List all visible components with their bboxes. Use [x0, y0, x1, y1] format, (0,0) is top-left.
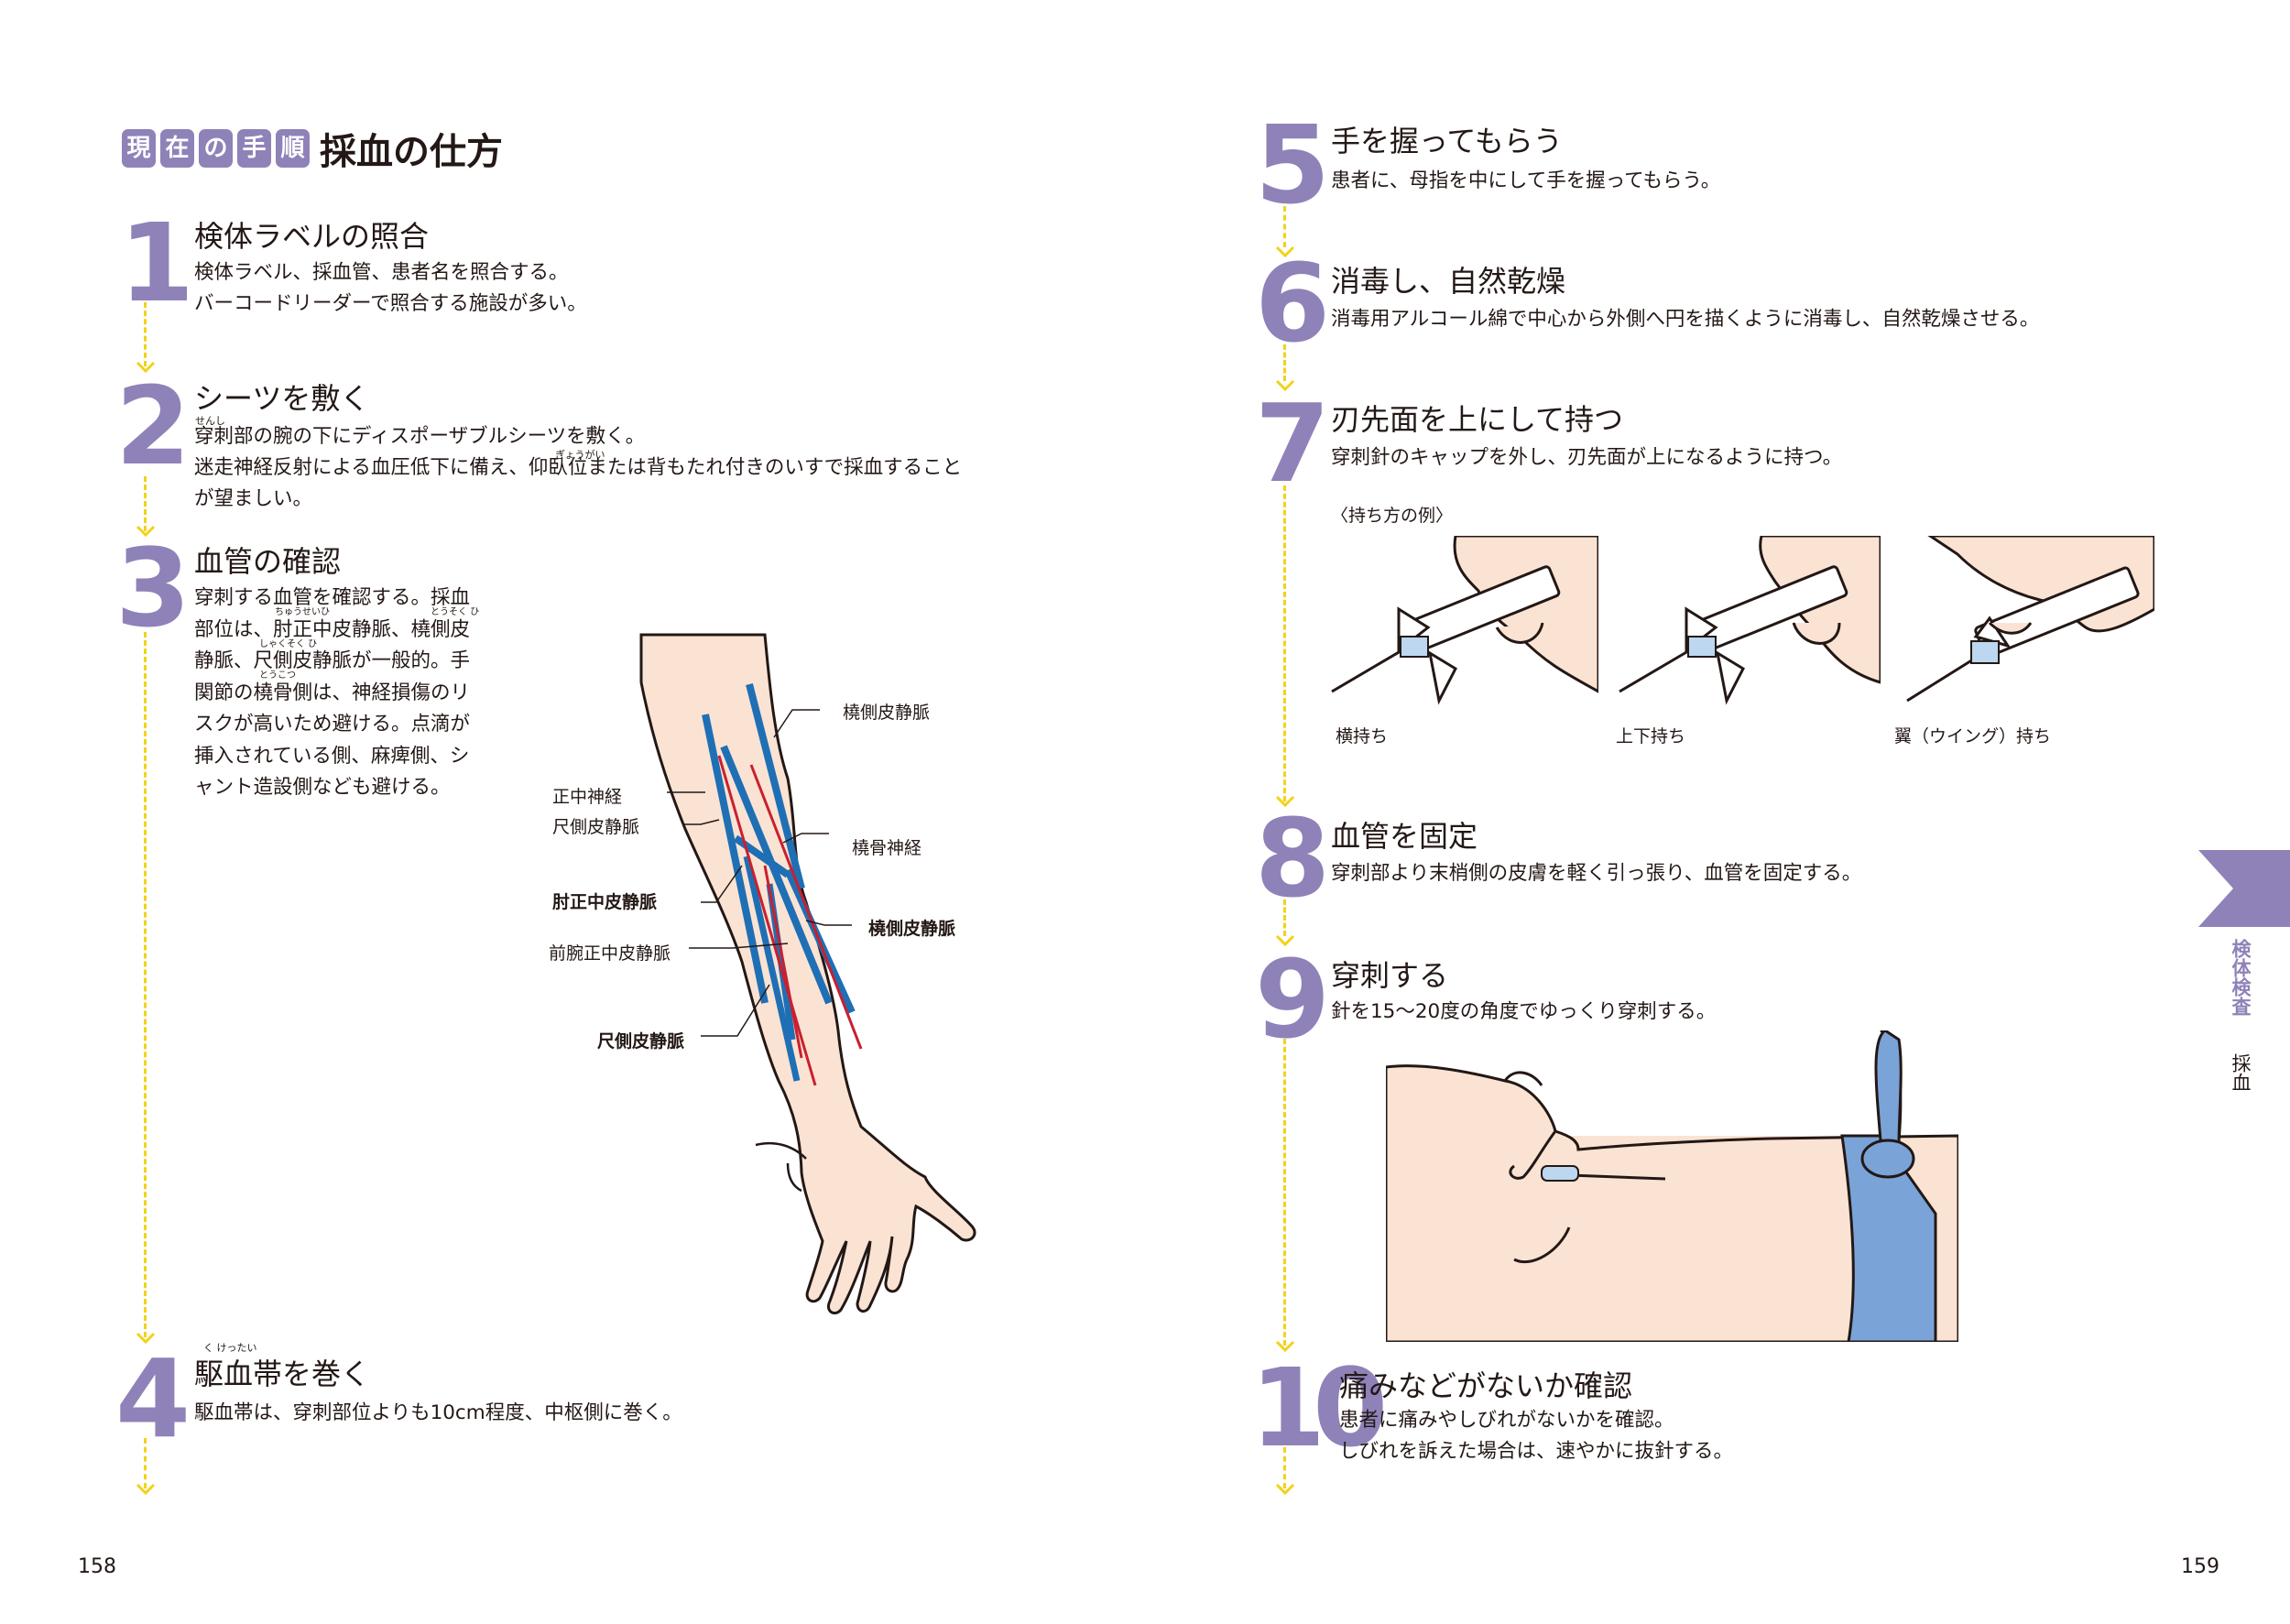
- step-title: 手を握ってもらう: [1331, 124, 1563, 158]
- grip-illustration-wing: [1906, 536, 2154, 703]
- header-tag: 手: [237, 129, 271, 168]
- arm-label: 尺側皮静脈: [597, 1031, 685, 1052]
- grip-caption: 横持ち: [1336, 726, 1389, 747]
- arm-label: 橈側皮静脈: [843, 703, 931, 723]
- arm-label: 尺側皮静脈: [552, 817, 640, 837]
- side-tab-category: 検体検査: [2230, 939, 2252, 1016]
- flow-arrow-icon: [136, 361, 156, 374]
- flow-arrow-icon: [1275, 1340, 1295, 1353]
- vein-line: [720, 745, 833, 1005]
- step-number: 9: [1255, 936, 1330, 1063]
- puncture-illustration: [1386, 1030, 1958, 1342]
- step-title: シーツを敷く: [194, 381, 370, 416]
- step-number: 4: [115, 1335, 191, 1462]
- arm-label: 橈骨神経: [852, 838, 922, 858]
- ruby-annotation: とうそく ひ: [431, 607, 480, 617]
- grip-caption: 上下持ち: [1616, 726, 1686, 747]
- section-header: 現 在 の 手 順 採血の仕方: [122, 122, 503, 175]
- step-number: 5: [1255, 102, 1330, 228]
- ruby-annotation: く けったい: [203, 1342, 257, 1354]
- header-tag: 現: [122, 129, 156, 168]
- step-description: 穿刺部より末梢側の皮膚を軽く引っ張り、血管を固定する。: [1331, 862, 1862, 885]
- flow-line: [1283, 1447, 1286, 1488]
- step-description: 消毒用アルコール綿で中心から外側へ円を描くように消毒し、自然乾燥させる。: [1331, 308, 2040, 331]
- step-title: 血管を固定: [1331, 819, 1478, 854]
- flow-arrow-icon: [1275, 245, 1295, 258]
- flow-arrow-icon: [136, 1332, 156, 1345]
- step-number: 2: [115, 363, 191, 489]
- flow-arrow-icon: [136, 525, 156, 538]
- step-title: 血管の確認: [194, 544, 342, 579]
- step-title: 駆血帯を巻く: [194, 1357, 371, 1391]
- step-number: 8: [1255, 795, 1330, 921]
- grip-illustration-horizontal: [1331, 536, 1598, 705]
- step-description: 駆血帯は、穿刺部位よりも10cm程度、中枢側に巻く。: [194, 1401, 682, 1424]
- nerve-line: [763, 865, 803, 1059]
- page-number-left: 158: [78, 1555, 116, 1578]
- header-tag: 在: [160, 129, 194, 168]
- flow-line: [1283, 899, 1286, 936]
- step-description: 検体ラベル、採血管、患者名を照合する。バーコードリーダーで照合する施設が多い。: [194, 261, 587, 315]
- grip-caption: 翼（ウイング）持ち: [1894, 726, 2052, 747]
- page-number-right: 159: [2181, 1555, 2219, 1578]
- header-tag: の: [199, 129, 233, 168]
- step-description: 穿刺針のキャップを外し、刃先面が上になるように持つ。: [1331, 446, 1843, 469]
- step-number: 1: [119, 200, 194, 326]
- ruby-annotation: ぎょうがい: [555, 449, 605, 461]
- step-number: 3: [115, 525, 191, 651]
- arm-outline: [639, 633, 976, 1314]
- step-description: 穿刺部の腕の下にディスポーザブルシーツを敷く。迷走神経反射による血圧低下に備え、…: [194, 425, 963, 510]
- step-description: 穿刺する血管を確認する。採血部位は、肘正中皮静脈、橈側皮静脈、尺側皮静脈が一般的…: [194, 586, 471, 799]
- vein-line: [702, 714, 769, 1004]
- step-title: 痛みなどがないか確認: [1339, 1368, 1633, 1403]
- vein-line: [746, 683, 805, 889]
- flow-line: [1283, 1039, 1286, 1346]
- step-description: 患者に痛みやしびれがないかを確認。しびれを訴えた場合は、速やかに抜針する。: [1339, 1409, 1734, 1463]
- flow-arrow-icon: [1275, 934, 1295, 947]
- grip-heading: 〈持ち方の例〉: [1331, 506, 1454, 526]
- page-title: 採血の仕方: [320, 131, 503, 173]
- header-tag: 順: [276, 129, 310, 168]
- arm-label: 橈側皮静脈: [868, 919, 956, 939]
- flow-line: [144, 476, 147, 531]
- flow-arrow-icon: [1275, 1483, 1295, 1496]
- step-number: 6: [1255, 240, 1330, 366]
- step-title: 刃先面を上にして持つ: [1331, 402, 1624, 437]
- flow-line: [144, 302, 147, 366]
- flow-line: [1283, 206, 1286, 247]
- arm-label: 肘正中皮静脈: [552, 892, 658, 912]
- step-title: 消毒し、自然乾燥: [1331, 264, 1566, 299]
- flow-arrow-icon: [1275, 795, 1295, 808]
- arm-illustration: [639, 633, 976, 1314]
- vein-line: [743, 856, 801, 1082]
- nerve-line: [749, 764, 863, 1050]
- step-description: 患者に、母指を中にして手を握ってもらう。: [1331, 169, 1721, 192]
- flow-line: [1283, 485, 1286, 801]
- ruby-annotation: せんし: [195, 415, 225, 427]
- nerve-line: [717, 755, 817, 1086]
- flow-line: [1283, 344, 1286, 381]
- ruby-annotation: しゃくそく ひ: [259, 639, 318, 649]
- step-title: 穿刺する: [1331, 958, 1449, 993]
- arm-label: 正中神経: [552, 787, 623, 807]
- ruby-annotation: とうこつ: [259, 670, 296, 681]
- flow-line: [144, 632, 147, 1337]
- flow-arrow-icon: [136, 1483, 156, 1496]
- side-tab-sub: 採血: [2230, 1053, 2252, 1092]
- flow-arrow-icon: [1275, 379, 1295, 392]
- step-number: 10: [1250, 1345, 1388, 1471]
- side-tab-ribbon: [2198, 850, 2290, 927]
- ruby-annotation: ちゅうせいひ: [275, 607, 330, 617]
- grip-illustration-vertical: [1619, 536, 1881, 705]
- step-number: 7: [1255, 380, 1330, 507]
- arm-label: 前腕正中皮静脈: [549, 943, 671, 964]
- step-description: 針を15～20度の角度でゆっくり穿刺する。: [1331, 1000, 1717, 1023]
- flow-line: [144, 1438, 147, 1488]
- step-title: 検体ラベルの照合: [194, 219, 430, 254]
